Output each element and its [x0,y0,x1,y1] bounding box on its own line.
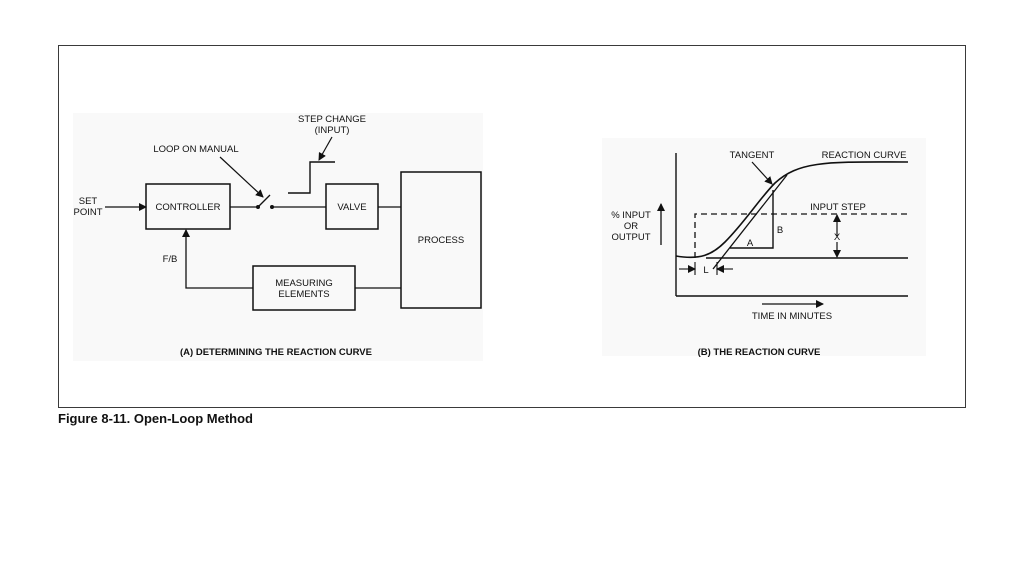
panel-b-caption: (B) THE REACTION CURVE [698,347,821,358]
l-label: L [703,265,708,276]
a-label: A [747,238,754,249]
loop-on-manual-label: LOOP ON MANUAL [153,144,238,155]
loop-on-manual-pointer [219,156,264,198]
x-dimension-label: X [834,232,841,243]
y-axis-label-2: OR [624,221,638,232]
reaction-curve [675,161,909,259]
tangent-line [712,174,788,270]
set-point-label-1: SET [79,196,98,207]
measuring-label-1: MEASURING [275,278,333,289]
step-change-symbol [288,161,335,194]
b-label: B [777,225,783,236]
panel-b: % INPUT OR OUTPUT TIME IN MINUTES INPUT … [611,150,909,358]
tangent-pointer [751,161,773,185]
figure-caption: Figure 8-11. Open-Loop Method [58,411,253,426]
step-change-label-1: STEP CHANGE [298,114,366,125]
set-point-label-2: POINT [73,207,102,218]
panel-a-caption: (A) DETERMINING THE REACTION CURVE [180,347,372,358]
valve-label: VALVE [337,202,366,213]
step-change-label-2: (INPUT) [315,125,350,136]
switch-blade [257,194,271,208]
panel-a: SET POINT CONTROLLER LOOP ON MANUAL STEP… [73,114,482,358]
step-change-pointer [318,136,333,161]
process-block [400,171,482,309]
y-axis-label-3: OUTPUT [611,232,650,243]
feedback-path [182,229,253,289]
panel-b-background [602,138,926,356]
process-label: PROCESS [418,235,464,246]
slope-triangle [730,190,774,249]
tangent-label: TANGENT [730,150,775,161]
feedback-label: F/B [163,254,178,265]
input-step-label: INPUT STEP [810,202,866,213]
controller-label: CONTROLLER [156,202,221,213]
x-axis-label: TIME IN MINUTES [752,311,832,322]
reaction-curve-label: REACTION CURVE [822,150,907,161]
panel-a-background [73,113,483,361]
y-axis-label-1: % INPUT [611,210,651,221]
measuring-label-2: ELEMENTS [278,289,329,300]
